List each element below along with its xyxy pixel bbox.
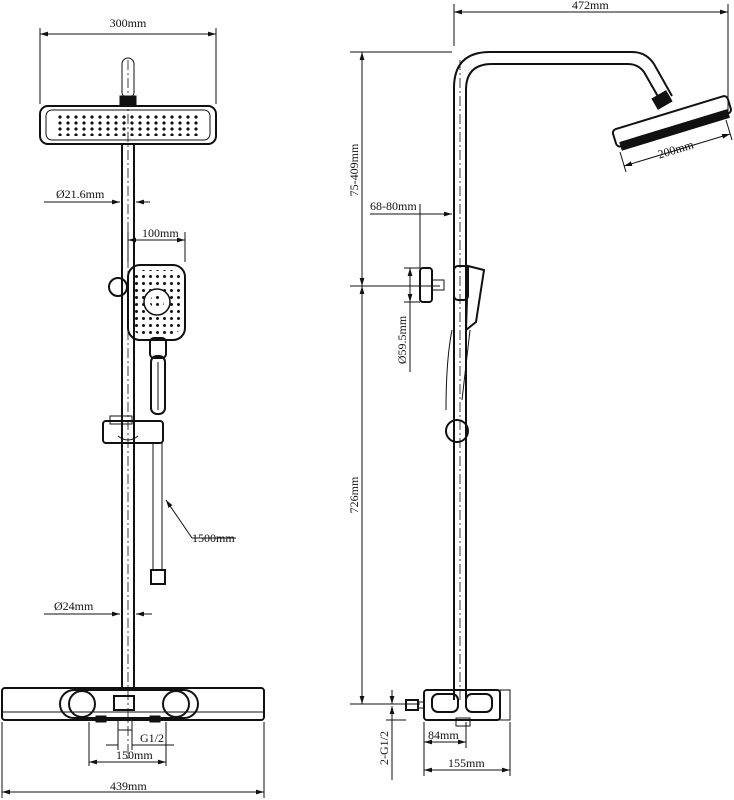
dim-valve-depth: 84mm — [423, 722, 467, 748]
label-inlet-spacing: 150mm — [116, 748, 153, 762]
label-riser-diameter: Ø24mm — [54, 599, 94, 613]
label-body-width: 439mm — [110, 779, 147, 793]
label-valve-depth: 84mm — [428, 728, 459, 742]
label-overall-reach: 472mm — [572, 0, 609, 12]
label-head-width: 300mm — [110, 16, 147, 30]
side-view: 472mm 200mm 75-409mm 68-80mm — [347, 0, 733, 780]
front-view: 300mm Ø21.6mm 100mm 1500mm Ø24mm — [1, 16, 265, 798]
label-inlet-thread-count: 2-G1/2 — [377, 731, 391, 765]
front-hand-shower — [108, 264, 186, 415]
label-hose-length: 1500mm — [192, 531, 235, 545]
dim-body-width: 439mm — [1, 722, 265, 798]
dim-riser-height: 726mm — [347, 285, 420, 705]
dim-total-depth: 155mm — [423, 722, 511, 776]
front-slide-bracket — [102, 415, 164, 444]
label-inlet-thread: G1/2 — [140, 731, 164, 745]
front-rain-head — [39, 105, 217, 145]
label-height-adjust: 75-409mm — [347, 143, 361, 196]
dim-handset-width: 100mm — [127, 226, 186, 262]
dim-inlet-thread-count: 2-G1/2 — [377, 690, 406, 780]
dim-head-width: 300mm — [39, 16, 217, 104]
dim-arm-diameter: Ø21.6mm — [44, 187, 150, 205]
side-riser-arm — [453, 51, 673, 700]
dim-riser-diameter: Ø24mm — [44, 599, 152, 617]
label-riser-height: 726mm — [347, 476, 361, 513]
dim-inlet-thread: G1/2 — [106, 730, 174, 750]
front-valve-body — [1, 687, 265, 731]
side-valve-body — [405, 689, 511, 727]
dim-bracket-offset: 68-80mm — [370, 199, 452, 268]
dim-hose-length: 1500mm — [165, 499, 236, 545]
dim-bracket-diameter: Ø59.5mm — [395, 267, 420, 372]
label-handset-width: 100mm — [142, 226, 179, 240]
dim-height-adjust: 75-409mm — [347, 51, 452, 287]
side-wall-bracket — [419, 264, 486, 443]
front-hose — [150, 443, 166, 585]
dim-inlet-spacing: 150mm — [88, 722, 167, 766]
dim-overall-reach: 472mm — [453, 0, 729, 118]
label-bracket-diameter: Ø59.5mm — [395, 315, 409, 364]
label-head-size: 200mm — [656, 137, 696, 161]
label-total-depth: 155mm — [448, 756, 485, 770]
label-arm-diameter: Ø21.6mm — [56, 187, 105, 201]
label-bracket-offset: 68-80mm — [370, 199, 417, 213]
